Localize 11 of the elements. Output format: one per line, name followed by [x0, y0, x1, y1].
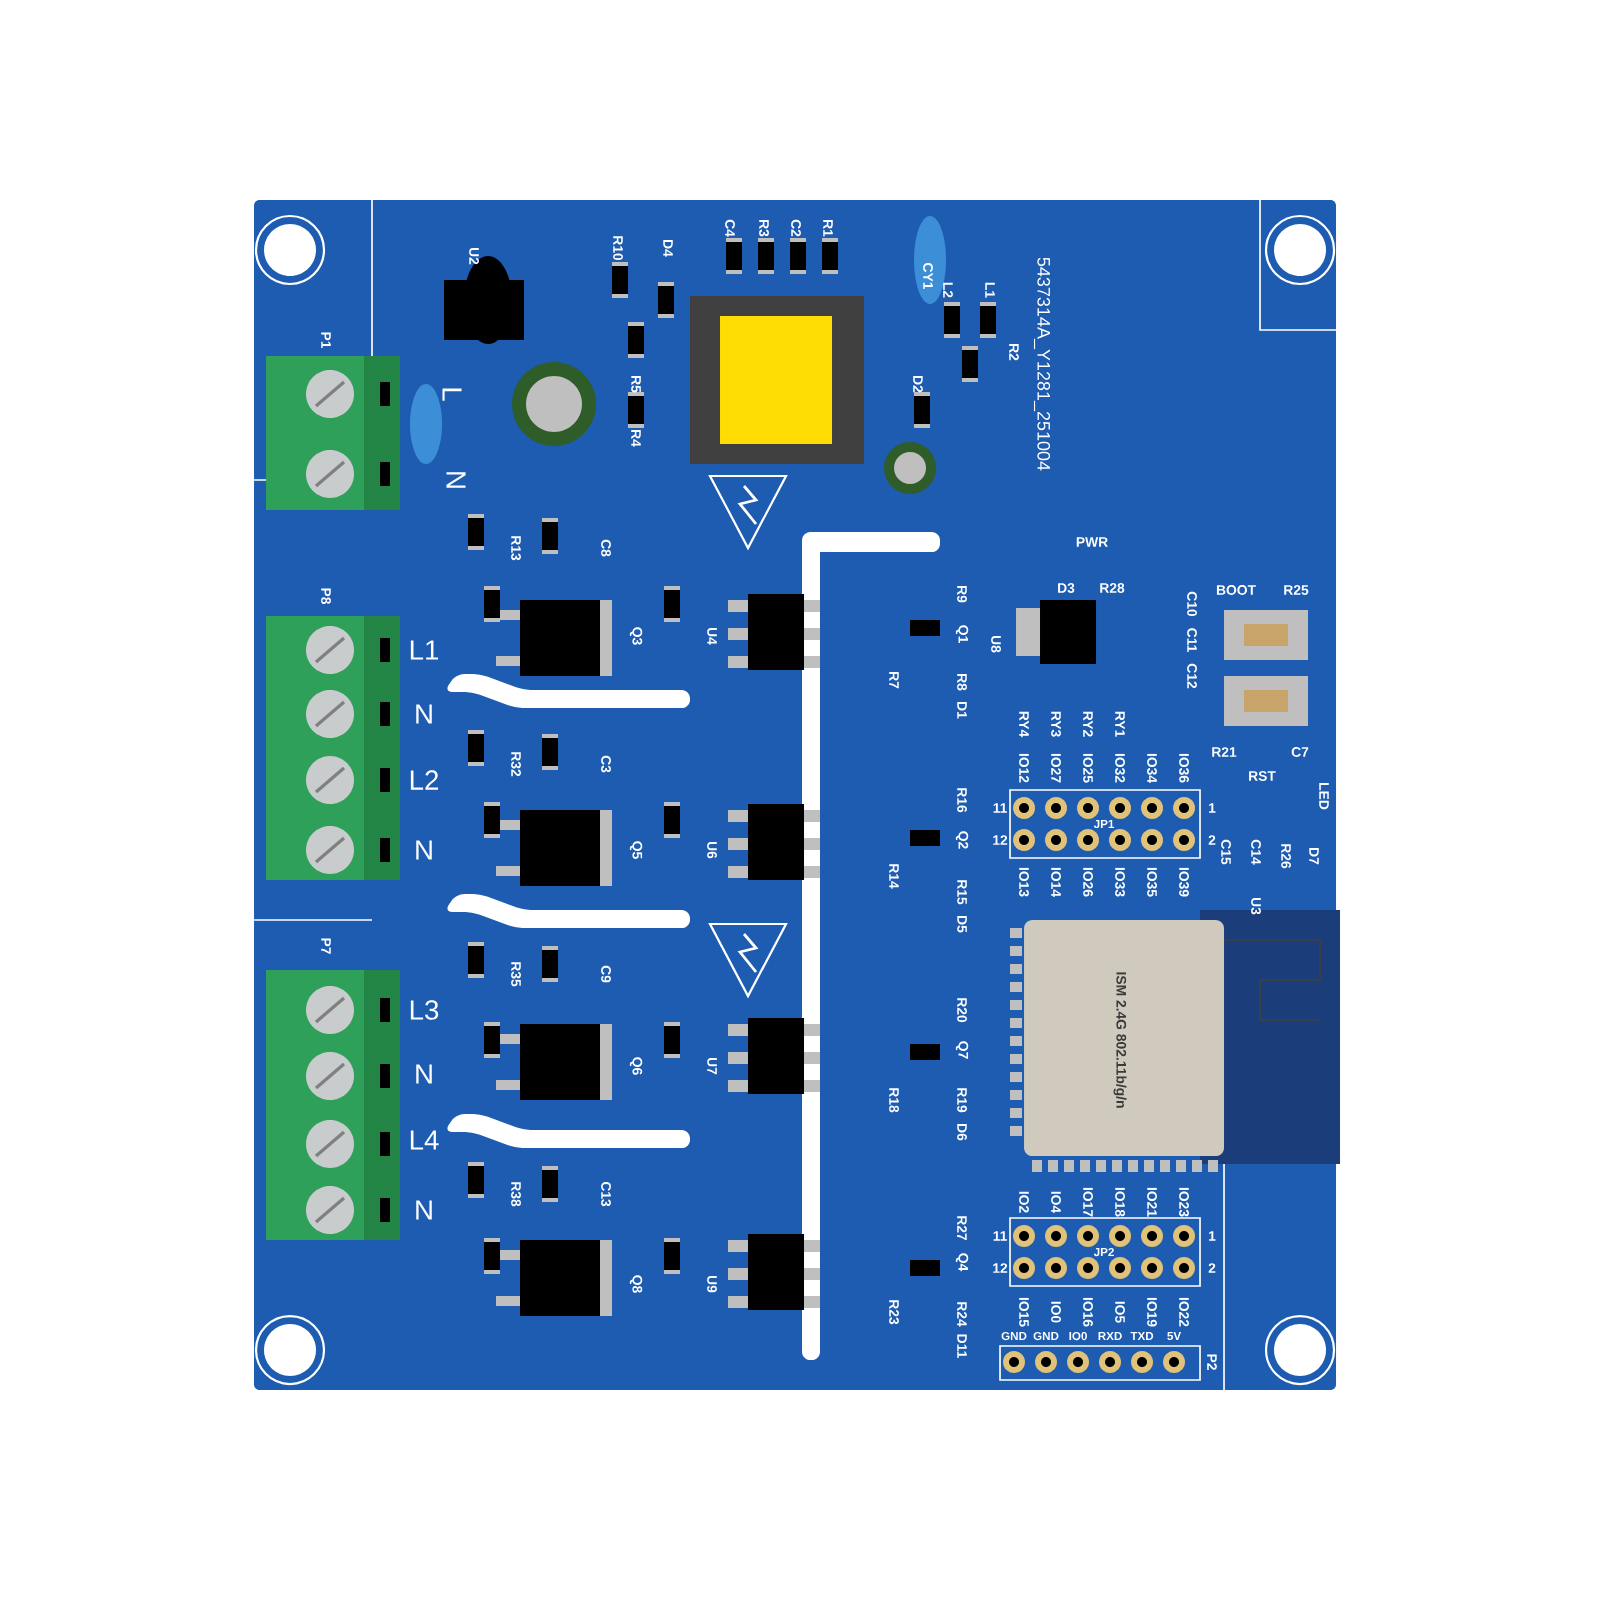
silkscreen-label: N [416, 704, 432, 724]
silkscreen-label: N [416, 1200, 432, 1220]
silkscreen-label: L4 [410, 1130, 439, 1150]
silkscreen-label: L1 [410, 640, 439, 660]
silkscreen-label: L [442, 388, 462, 401]
silkscreen-label: N [446, 472, 466, 488]
silkscreen-label: 5437314A_Y1281_251004 [1033, 257, 1051, 471]
silkscreen-label: L2 [410, 770, 439, 790]
silkscreen-label: N [416, 1064, 432, 1084]
silkscreen-label: N [416, 840, 432, 860]
silkscreen-label: L3 [410, 1000, 439, 1020]
